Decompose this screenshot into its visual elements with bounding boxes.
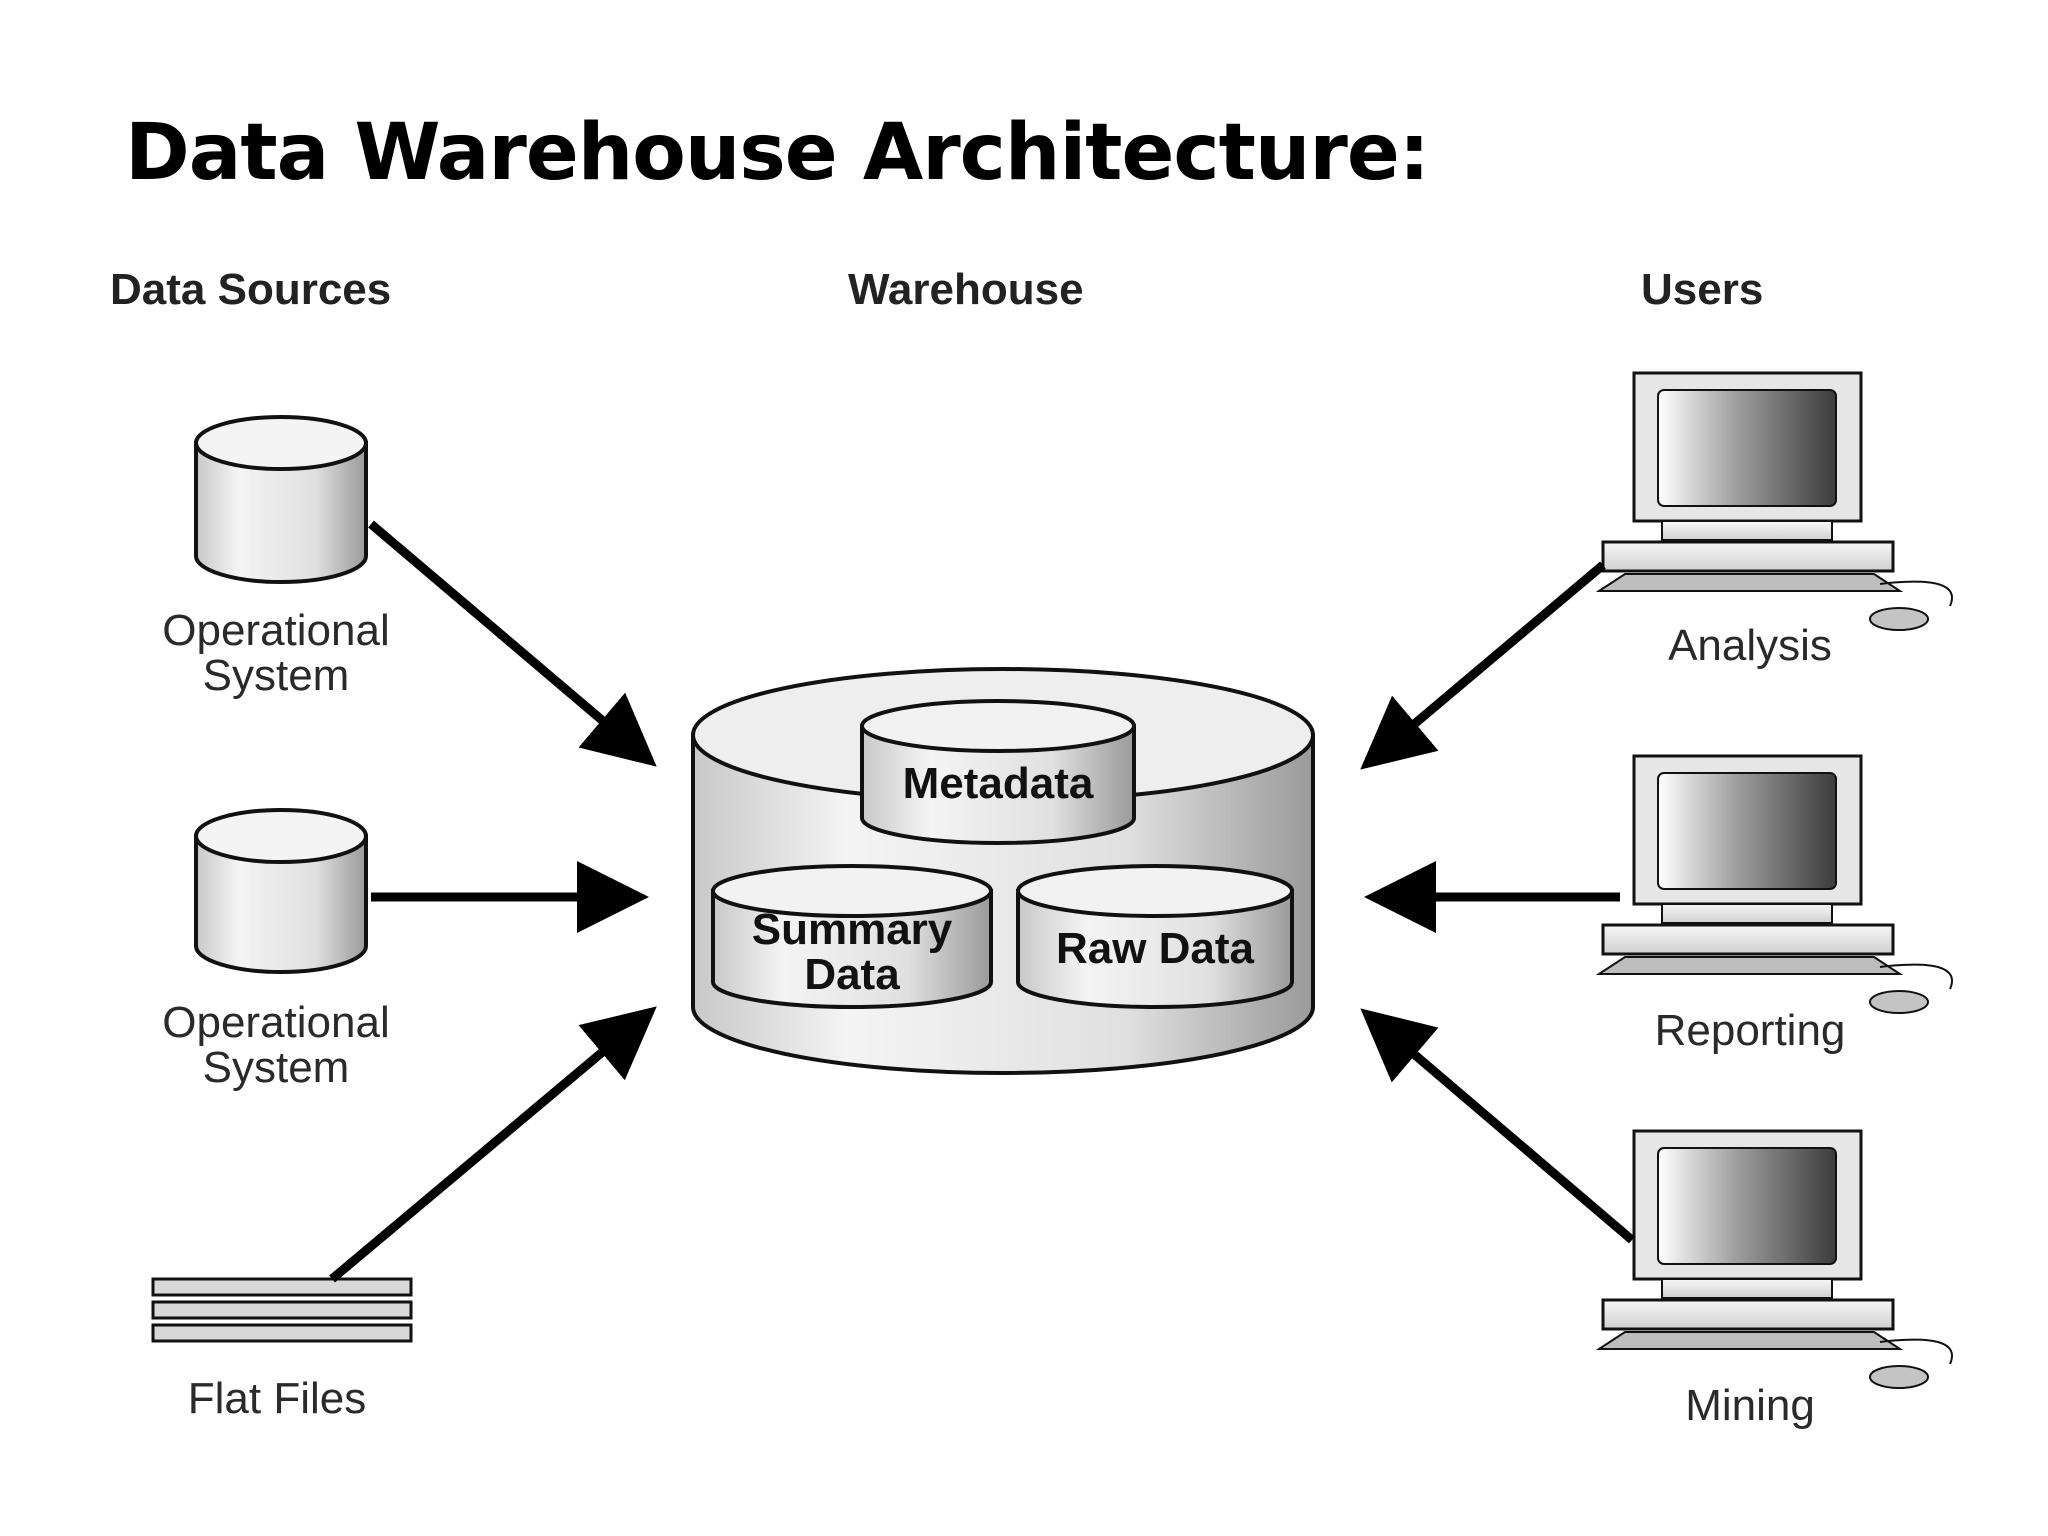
header-data-sources: Data Sources [110, 265, 391, 314]
user-label: Analysis [1668, 621, 1832, 670]
user-reporting: Reporting [1595, 754, 1953, 1055]
raw-data-store: Raw Data [1016, 864, 1294, 1009]
metadata-store: Metadata [860, 699, 1136, 845]
arrow-analysis-to-warehouse [1360, 561, 1606, 770]
flat-files-icon [151, 1277, 413, 1343]
summary-label-line1: Summary [752, 905, 953, 954]
user-analysis: Analysis [1595, 371, 1953, 670]
flow-arrows [329, 520, 1635, 1283]
arrow-source1-to-warehouse [368, 520, 657, 767]
database-cylinder-icon [194, 808, 368, 974]
computer-icon [1595, 754, 1953, 1014]
source-operational-system-2: Operational System [162, 808, 390, 1092]
page-title: Data Warehouse Architecture: [125, 108, 1430, 198]
summary-label-line2: Data [804, 950, 900, 999]
source-operational-system-1: Operational System [162, 415, 390, 700]
source-label: Flat Files [188, 1374, 366, 1423]
metadata-label: Metadata [903, 759, 1094, 808]
source-label-line1: Operational [162, 998, 389, 1047]
source-label-line2: System [203, 1043, 350, 1092]
arrow-flatfiles-to-warehouse [329, 1006, 657, 1283]
source-label-line2: System [203, 651, 350, 700]
computer-icon [1595, 1129, 1953, 1389]
header-users: Users [1641, 265, 1763, 314]
raw-data-label: Raw Data [1056, 924, 1255, 973]
database-cylinder-icon [194, 415, 368, 584]
header-warehouse: Warehouse [848, 265, 1084, 314]
user-label: Reporting [1655, 1006, 1846, 1055]
summary-data-store: Summary Data [711, 864, 993, 1009]
source-flat-files: Flat Files [151, 1277, 413, 1423]
source-label-line1: Operational [162, 606, 389, 655]
arrow-mining-to-warehouse [1360, 1008, 1635, 1244]
computer-icon [1595, 371, 1953, 631]
warehouse-store: Metadata Summary Data Raw Data [691, 667, 1315, 1075]
user-mining: Mining [1595, 1129, 1953, 1430]
user-label: Mining [1685, 1381, 1815, 1430]
